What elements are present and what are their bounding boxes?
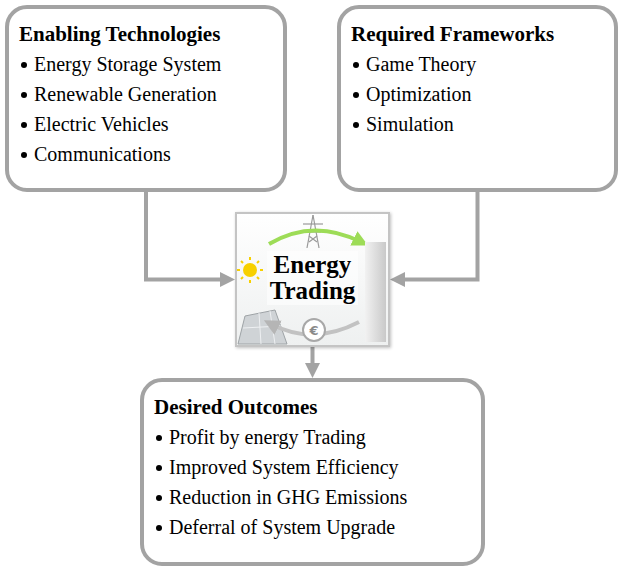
bullet-row: Energy Storage System bbox=[19, 49, 271, 79]
rounded-box: Desired OutcomesProfit by energy Trading… bbox=[140, 378, 485, 566]
bullet-row: Reduction in GHG Emissions bbox=[154, 482, 469, 512]
bullet-row: Optimization bbox=[351, 79, 602, 109]
box-heading: Enabling Technologies bbox=[19, 22, 220, 46]
bullet-row: Simulation bbox=[351, 109, 602, 139]
bullet-text: Communications bbox=[34, 143, 171, 165]
bullet-text: Profit by energy Trading bbox=[169, 426, 366, 448]
bullet-text: Optimization bbox=[366, 83, 472, 105]
bullet-text: Electric Vehicles bbox=[34, 113, 169, 135]
currency-symbol: € bbox=[309, 324, 318, 337]
bullet-dot bbox=[353, 62, 359, 68]
bullet-row: Deferral of System Upgrade bbox=[154, 512, 469, 542]
bullet-dot bbox=[353, 92, 359, 98]
flow-arrow bbox=[311, 347, 315, 363]
bullet-text: Improved System Efficiency bbox=[169, 456, 399, 478]
rounded-box: Required FrameworksGame TheoryOptimizati… bbox=[337, 5, 618, 192]
bullet-dot bbox=[156, 465, 162, 471]
bullet-text: Reduction in GHG Emissions bbox=[169, 486, 407, 508]
bullet-row: Improved System Efficiency bbox=[154, 452, 469, 482]
box-heading-row: Required Frameworks bbox=[351, 19, 602, 49]
icon-ground bbox=[235, 212, 390, 347]
bullet-text: Simulation bbox=[366, 113, 454, 135]
bullet-text: Deferral of System Upgrade bbox=[169, 516, 395, 538]
bullet-text: Energy Storage System bbox=[34, 53, 221, 75]
box-heading: Desired Outcomes bbox=[154, 395, 318, 419]
bullet-text: Game Theory bbox=[366, 53, 476, 75]
bullet-text: Renewable Generation bbox=[34, 83, 217, 105]
flow-arrow bbox=[405, 192, 478, 280]
bullet-row: Communications bbox=[19, 139, 271, 169]
rounded-box: Enabling TechnologiesEnergy Storage Syst… bbox=[5, 5, 287, 192]
bullet-dot bbox=[21, 122, 27, 128]
bullet-dot bbox=[353, 122, 359, 128]
bullet-dot bbox=[156, 495, 162, 501]
coin bbox=[303, 319, 325, 341]
center-title: Energy Trading bbox=[267, 251, 359, 306]
box-heading-row: Enabling Technologies bbox=[19, 19, 271, 49]
box-heading: Required Frameworks bbox=[351, 22, 554, 46]
bullet-dot bbox=[156, 525, 162, 531]
bullet-row: Profit by energy Trading bbox=[154, 422, 469, 452]
bullet-row: Electric Vehicles bbox=[19, 109, 271, 139]
bullet-dot bbox=[21, 62, 27, 68]
bullet-row: Renewable Generation bbox=[19, 79, 271, 109]
flow-arrow bbox=[146, 192, 220, 280]
sun bbox=[237, 257, 263, 283]
box-heading-row: Desired Outcomes bbox=[154, 392, 469, 422]
bullet-dot bbox=[156, 435, 162, 441]
bullet-dot bbox=[21, 152, 27, 158]
building bbox=[365, 242, 386, 342]
energy-flow-arrow bbox=[269, 230, 361, 244]
bullet-dot bbox=[21, 92, 27, 98]
bullet-row: Game Theory bbox=[351, 49, 602, 79]
